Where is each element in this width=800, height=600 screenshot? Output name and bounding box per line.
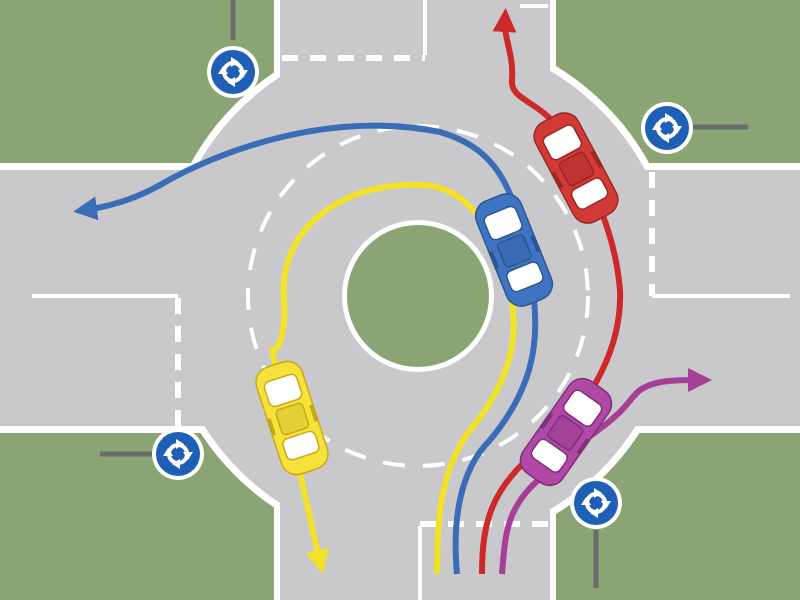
roundabout-arrows-icon xyxy=(205,44,261,100)
roundabout-sign-top-right xyxy=(639,100,748,156)
roundabout-sign-top-left xyxy=(205,0,261,100)
blue-path xyxy=(73,122,539,575)
roundabout-sign-bottom-left xyxy=(100,426,206,482)
roundabout-arrows-icon xyxy=(568,475,624,531)
roundabout-arrows-icon xyxy=(150,426,206,482)
central-island-grass xyxy=(347,225,489,367)
red-path xyxy=(479,8,624,575)
roundabout-arrows-icon xyxy=(639,100,695,156)
yellow-path xyxy=(269,181,517,575)
roundabout-sign-bottom-right xyxy=(568,475,624,588)
purple-path xyxy=(499,368,712,575)
